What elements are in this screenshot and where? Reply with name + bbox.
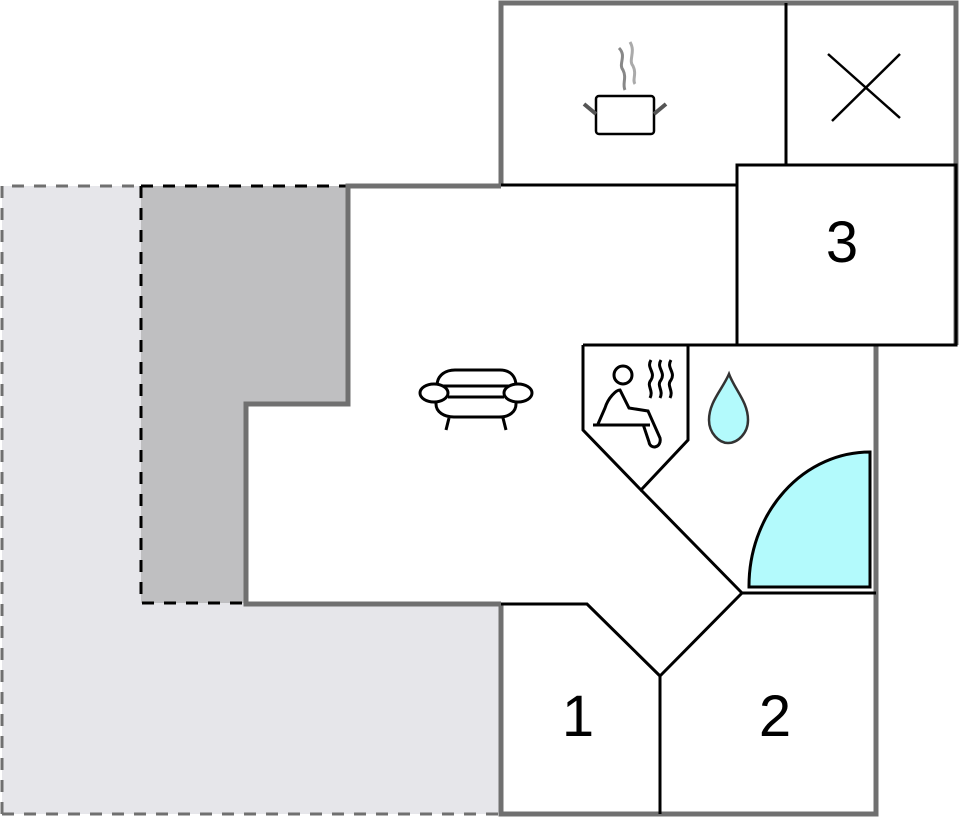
outdoor-terrace-area <box>0 184 500 816</box>
room-label-3: 3 <box>826 210 858 275</box>
shower-area <box>747 450 872 589</box>
house-interior <box>246 3 956 814</box>
water-drop-icon <box>707 370 750 445</box>
cross-icon <box>827 53 901 122</box>
cooking-pot-icon <box>582 41 668 136</box>
inner-walls <box>501 3 958 814</box>
room-label-1: 1 <box>562 684 594 749</box>
sauna-icon <box>593 359 674 449</box>
room-label-2: 2 <box>759 684 791 749</box>
covered-terrace-area <box>139 184 348 605</box>
sofa-icon <box>418 368 534 431</box>
